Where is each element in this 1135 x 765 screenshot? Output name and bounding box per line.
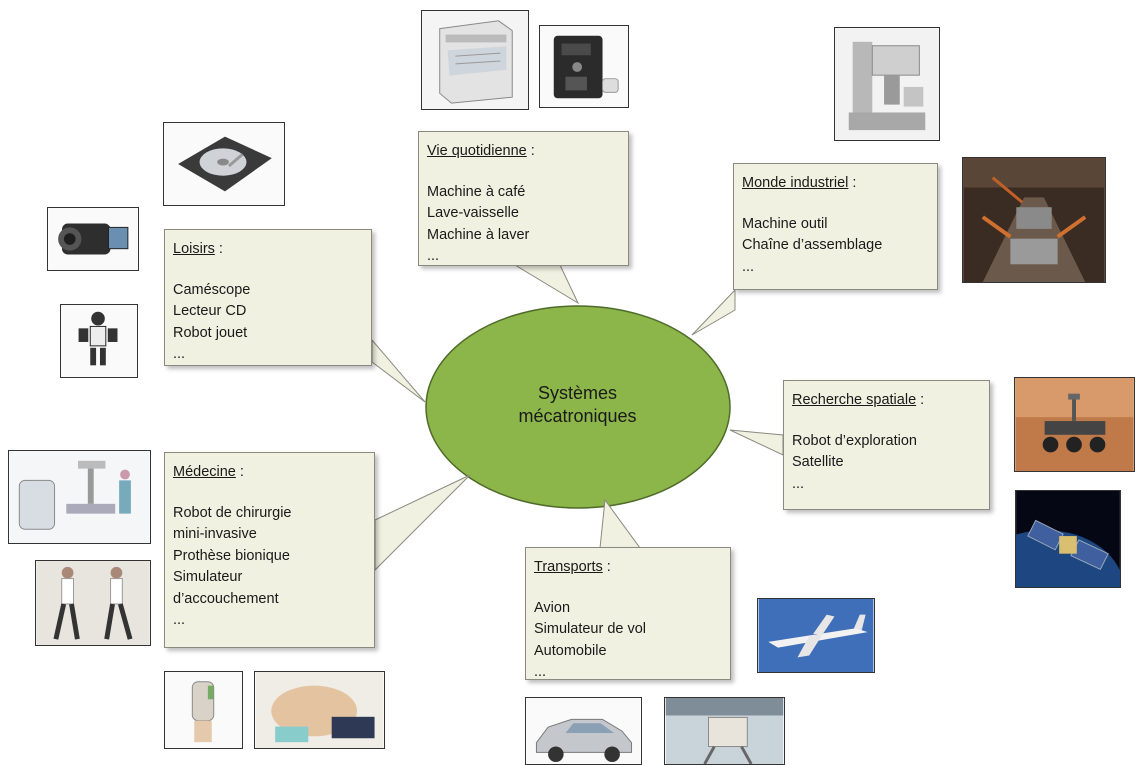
list-item: Automobile: [534, 642, 607, 659]
satellite-photo: [1015, 490, 1121, 588]
car-photo: [525, 697, 642, 765]
hub-ellipse: [425, 305, 731, 509]
list-item: Lecteur CD: [173, 303, 247, 319]
callout-loisirs: Loisirs : Caméscope Lecteur CD Robot jou…: [164, 229, 372, 366]
callout-recherche-spatiale: Recherche spatiale : Robot d’exploration…: [783, 380, 990, 510]
coffee-machine-photo: [539, 25, 629, 108]
callout-medecine: Médecine : Robot de chirurgie mini-invas…: [164, 452, 375, 648]
callout-heading: Recherche spatiale :: [792, 392, 925, 408]
list-item: Prothèse bionique: [173, 547, 290, 564]
callout-heading: Vie quotidienne :: [427, 143, 535, 159]
list-item: ...: [742, 258, 755, 275]
hub-title-line1: Systèmes: [537, 383, 618, 403]
list-item: Robot de chirurgie: [173, 504, 292, 521]
list-item: Machine à laver: [427, 226, 530, 243]
list-item: Robot jouet: [173, 324, 248, 341]
list-item: Satellite: [792, 454, 844, 470]
list-item: Simulateur: [173, 569, 243, 585]
callout-vie-quotidienne: Vie quotidienne : Machine à café Lave-va…: [418, 131, 629, 266]
list-item: Caméscope: [173, 281, 251, 298]
callout-heading: Loisirs :: [173, 241, 223, 257]
hub-label: Systèmes mécatroniques: [425, 305, 730, 505]
list-item: ...: [427, 248, 440, 264]
machine-tool-photo: [834, 27, 940, 141]
robot-toy-photo: [60, 304, 138, 378]
exoskeleton-photo: [35, 560, 151, 646]
connector-recherche: [729, 429, 784, 456]
list-item: Machine à café: [427, 183, 526, 200]
list-item: d’accouchement: [173, 590, 279, 607]
callout-heading: Monde industriel :: [742, 175, 857, 191]
connector-medecine: [374, 474, 471, 572]
list-item: ...: [173, 612, 186, 628]
birth-simulator-photo: [254, 671, 385, 749]
list-item: mini-invasive: [173, 526, 257, 542]
connector-vie: [513, 264, 580, 305]
airplane-photo: [757, 598, 875, 673]
list-item: Lave-vaisselle: [427, 205, 519, 221]
camcorder-photo: [47, 207, 139, 271]
list-item: ...: [792, 475, 805, 492]
flight-simulator-photo: [664, 697, 785, 765]
dishwasher-photo: [421, 10, 529, 110]
connector-transports: [599, 498, 641, 549]
connector-loisirs: [371, 338, 426, 403]
callout-heading: Médecine :: [173, 464, 244, 480]
hard-drive-photo: [163, 122, 285, 206]
list-item: ...: [173, 346, 186, 362]
list-item: Simulateur de vol: [534, 621, 647, 637]
list-item: ...: [534, 664, 547, 680]
assembly-line-photo: [962, 157, 1106, 283]
list-item: Machine outil: [742, 215, 828, 232]
bionic-hand-photo: [164, 671, 243, 749]
hub-title-line2: mécatroniques: [518, 406, 637, 426]
connector-monde: [691, 288, 736, 336]
list-item: Chaîne d’assemblage: [742, 237, 883, 253]
callout-monde-industriel: Monde industriel : Machine outil Chaîne …: [733, 163, 938, 290]
list-item: Avion: [534, 599, 571, 616]
surgical-robot-photo: [8, 450, 151, 544]
mars-rover-photo: [1014, 377, 1135, 472]
list-item: Robot d’exploration: [792, 432, 917, 449]
callout-transports: Transports : Avion Simulateur de vol Aut…: [525, 547, 731, 680]
callout-heading: Transports :: [534, 559, 611, 575]
